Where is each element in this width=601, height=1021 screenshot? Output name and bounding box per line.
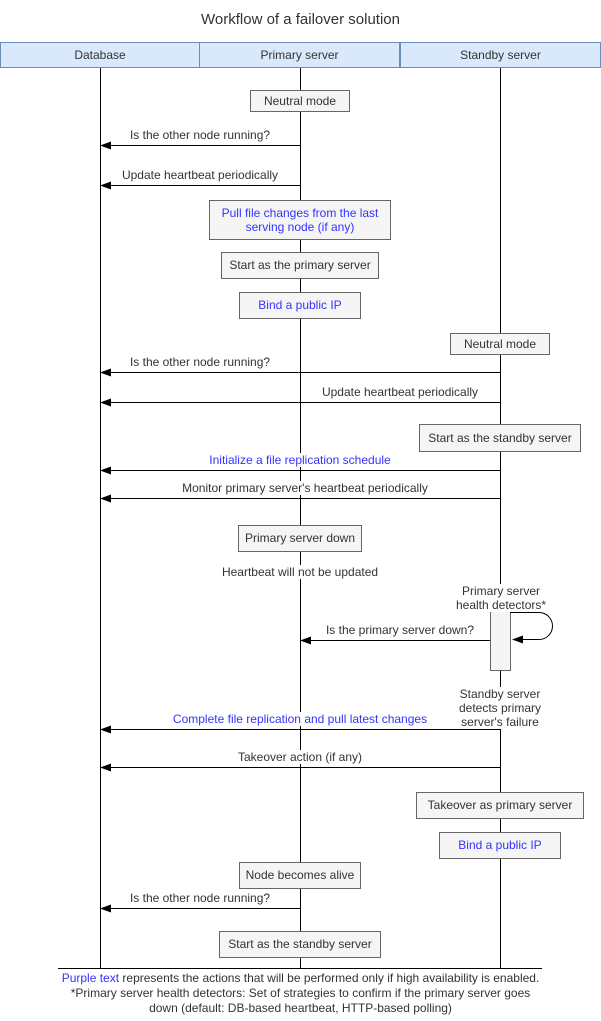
message-label-is-the-other-node-running: Is the other node running? xyxy=(127,128,273,142)
action-box-neutral-mode: Neutral mode xyxy=(450,333,550,355)
action-box-node-becomes-alive: Node becomes alive xyxy=(239,862,361,889)
actor-primary-server: Primary server xyxy=(199,42,400,68)
note-standby-server-detects-primary-server-s-fa: Standby server detects primary server's … xyxy=(449,687,551,729)
activation-bar xyxy=(490,610,511,671)
message-label-takeover-action-if-any: Takeover action (if any) xyxy=(235,750,365,764)
footer-accent-text: Purple text xyxy=(61,971,120,985)
footer-line-1-rest: represents the actions that will be perf… xyxy=(119,971,540,985)
message-label-update-heartbeat-periodically: Update heartbeat periodically xyxy=(319,385,481,399)
action-box-takeover-as-primary-server: Takeover as primary server xyxy=(416,792,584,819)
footer-line-1: Purple text represents the actions that … xyxy=(0,971,601,986)
action-box-start-as-the-standby-server: Start as the standby server xyxy=(419,424,581,452)
message-label-monitor-primary-server-s-heartbeat-periodi: Monitor primary server's heartbeat perio… xyxy=(180,481,430,495)
action-box-bind-a-public-ip: Bind a public IP xyxy=(239,292,361,319)
message-label-is-the-other-node-running: Is the other node running? xyxy=(127,891,273,905)
action-box-start-as-the-primary-server: Start as the primary server xyxy=(221,252,379,279)
message-label-update-heartbeat-periodically: Update heartbeat periodically xyxy=(119,168,281,182)
message-label-is-the-primary-server-down: Is the primary server down? xyxy=(323,623,477,637)
message-label-initialize-a-file-replication-schedule: Initialize a file replication schedule xyxy=(207,453,393,467)
footer-line-3: down (default: DB-based heartbeat, HTTP-… xyxy=(149,1001,452,1015)
note-heartbeat-will-not-be-updated: Heartbeat will not be updated xyxy=(219,565,381,579)
message-label-is-the-other-node-running: Is the other node running? xyxy=(127,355,273,369)
action-box-neutral-mode: Neutral mode xyxy=(250,90,350,112)
message-label-complete-file-replication-and-pull-latest-: Complete file replication and pull lates… xyxy=(170,712,430,726)
footer-line-2: *Primary server health detectors: Set of… xyxy=(70,986,531,1000)
action-box-bind-a-public-ip: Bind a public IP xyxy=(439,832,561,859)
diagram-title: Workflow of a failover solution xyxy=(201,11,400,28)
action-box-start-as-the-standby-server: Start as the standby server xyxy=(219,931,381,958)
note-primary-server-health-detectors: Primary server health detectors* xyxy=(451,584,551,612)
self-message-arrow xyxy=(510,612,553,644)
action-box-primary-server-down: Primary server down xyxy=(238,525,362,552)
actor-standby-server: Standby server xyxy=(400,42,601,68)
footer-note: Purple text represents the actions that … xyxy=(0,971,601,1016)
action-box-pull-file-changes-from-the-last-serving-no: Pull file changes from the last serving … xyxy=(209,200,391,240)
